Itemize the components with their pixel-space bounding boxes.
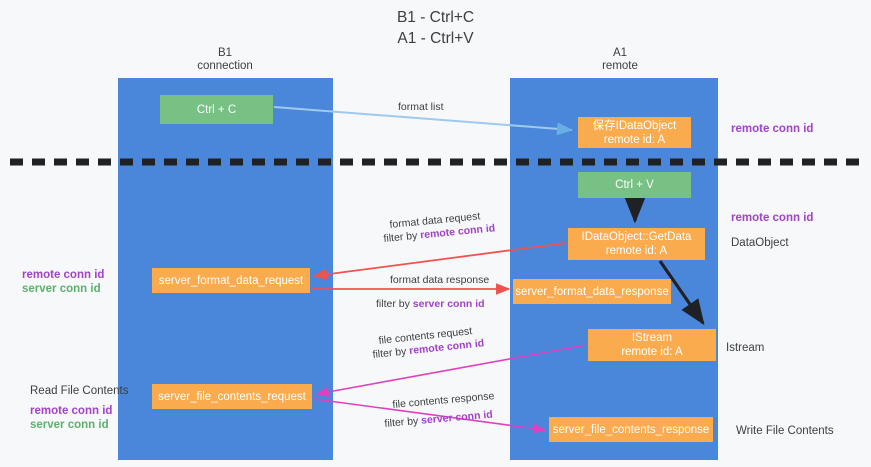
box-istream[interactable]: IStream remote id: A	[588, 329, 716, 361]
box-server-format-data-response[interactable]: server_format_data_response	[513, 279, 671, 304]
box-ctrl-c[interactable]: Ctrl + C	[160, 95, 273, 124]
column-header-a1-role: remote	[602, 60, 638, 72]
box-save-idataobject-line2: remote id: A	[603, 133, 666, 146]
filter-prefix: filter by	[372, 345, 410, 361]
box-server-file-contents-request[interactable]: server_file_contents_request	[152, 384, 312, 409]
box-idataobject-getdata-line2: remote id: A	[605, 245, 668, 257]
diagram-title: B1 - Ctrl+C A1 - Ctrl+V	[0, 7, 871, 49]
title-line-1: B1 - Ctrl+C	[396, 9, 475, 26]
box-save-idataobject-line1: 保存IDataObject	[592, 119, 677, 132]
filter-prefix: filter by	[383, 229, 421, 245]
annotation-write-file-contents: Write File Contents	[736, 425, 834, 437]
annotation-left-remote-conn-id-2: remote conn id	[30, 405, 113, 417]
box-server-file-contents-response[interactable]: server_file_contents_response	[549, 417, 713, 442]
filter-prefix: filter by	[376, 298, 413, 310]
annotation-left-remote-conn-id: remote conn id	[22, 269, 105, 281]
box-ctrl-v[interactable]: Ctrl + V	[578, 172, 691, 198]
annotation-left-read-file-contents-group: Read File Contents remote conn id server…	[30, 384, 128, 432]
filter-key-server-conn-id: server conn id	[420, 408, 494, 427]
annotation-remote-conn-id-mid: remote conn id	[731, 212, 814, 224]
box-idataobject-getdata-line1: IDataObject::GetData	[581, 231, 692, 243]
box-istream-line1: IStream	[631, 332, 673, 344]
column-header-a1-name: A1	[612, 47, 628, 59]
filter-key-server-conn-id: server conn id	[412, 298, 485, 310]
column-header-a1: A1 remote	[545, 47, 695, 73]
filter-prefix: filter by	[384, 414, 422, 430]
annotation-istream: Istream	[726, 342, 765, 354]
box-server-format-data-request[interactable]: server_format_data_request	[152, 268, 310, 293]
annotation-dataobject: DataObject	[731, 237, 789, 249]
title-line-2: A1 - Ctrl+V	[397, 30, 474, 47]
column-header-b1-role: connection	[197, 60, 253, 72]
annotation-left-server-conn-id: server conn id	[22, 283, 101, 295]
annotation-remote-conn-id-top: remote conn id	[731, 123, 814, 135]
edge-label-file-contents-response-filter: filter by server conn id	[384, 409, 493, 431]
box-istream-line2: remote id: A	[621, 346, 683, 358]
edge-label-format-list: format list	[398, 101, 444, 113]
box-save-idataobject[interactable]: 保存IDataObject remote id: A	[578, 117, 691, 148]
column-header-b1-name: B1	[217, 47, 233, 59]
edge-label-format-data-response-filter: filter by server conn id	[376, 298, 485, 311]
column-header-b1: B1 connection	[150, 47, 300, 73]
edge-label-format-data-response: format data response	[390, 274, 490, 286]
annotation-left-server-conn-id-2: server conn id	[30, 419, 109, 431]
box-idataobject-getdata[interactable]: IDataObject::GetData remote id: A	[568, 228, 705, 260]
annotation-read-file-contents: Read File Contents	[30, 385, 129, 397]
annotation-left-conn-ids-top: remote conn id server conn id	[22, 268, 104, 296]
